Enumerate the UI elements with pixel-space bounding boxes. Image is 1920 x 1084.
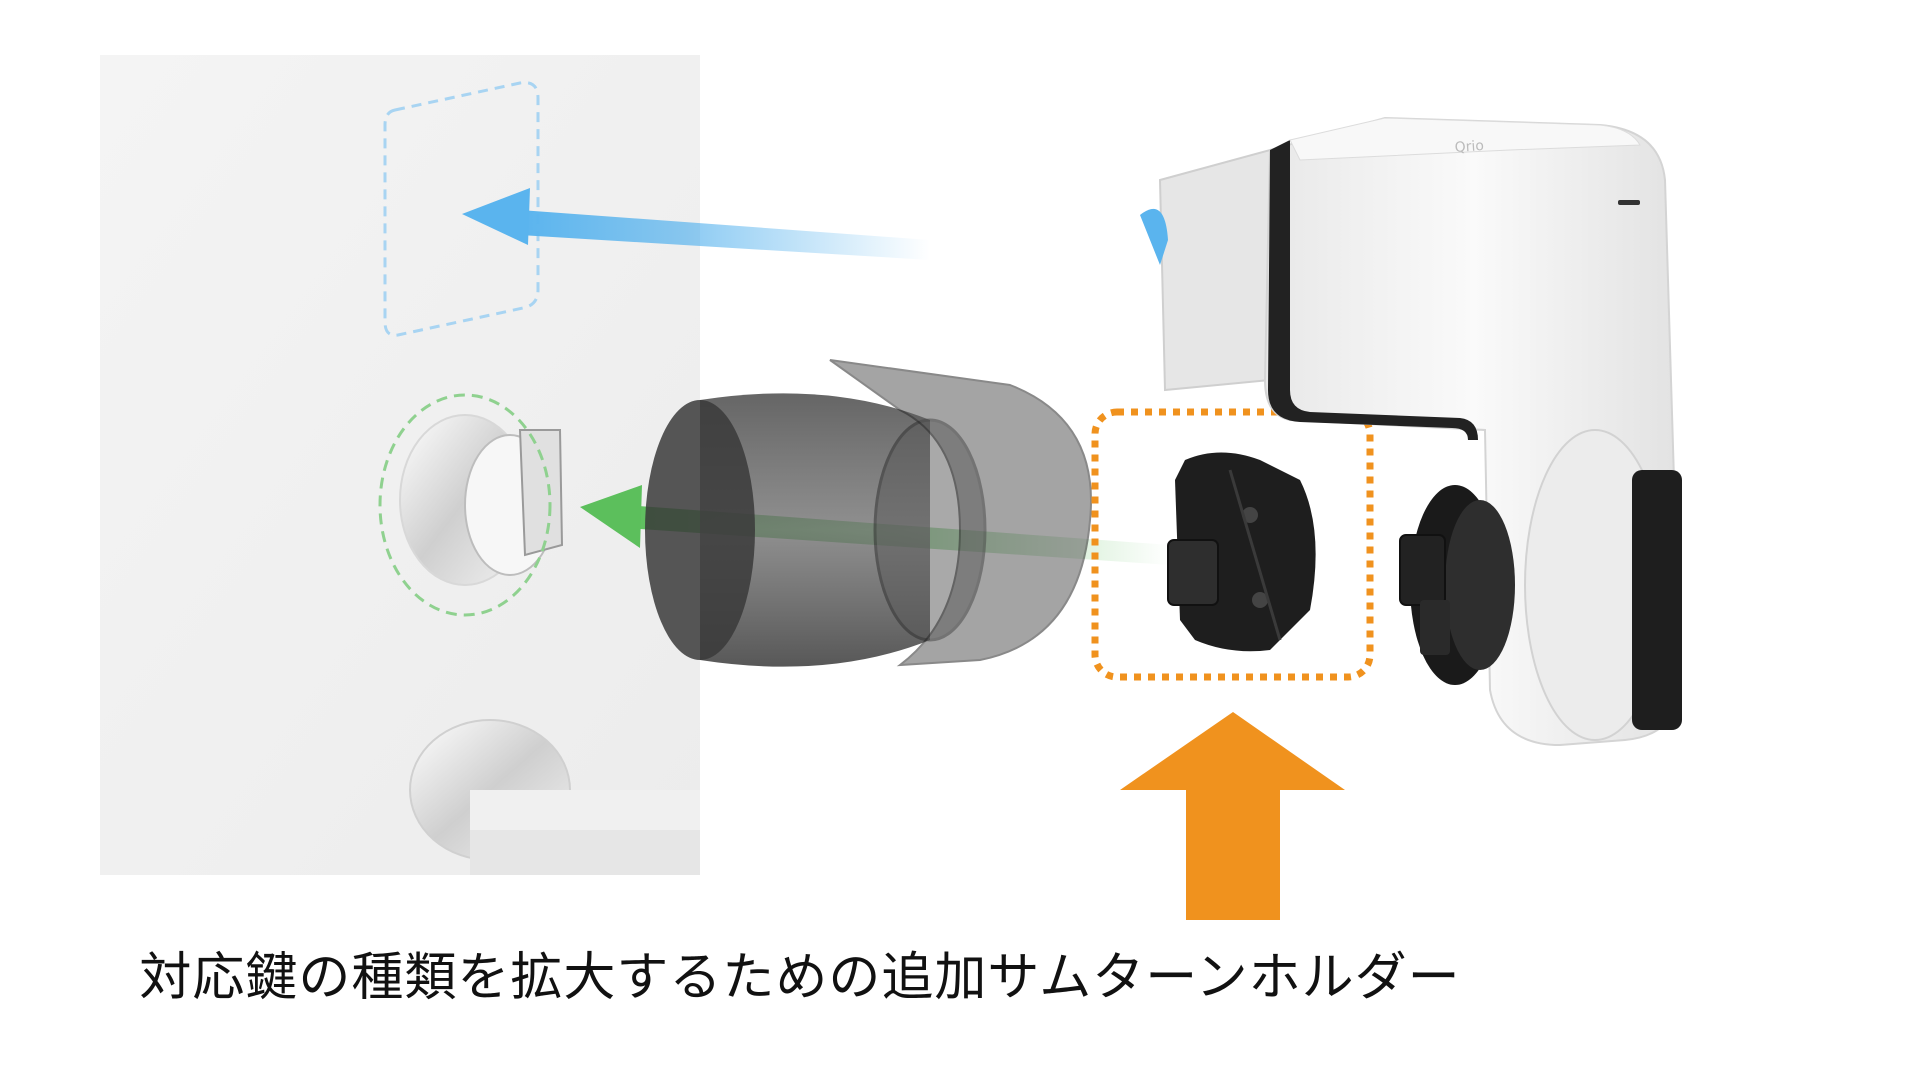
door-panel: [100, 55, 700, 875]
thumbturn-holder: [1167, 452, 1316, 652]
door-lever: [409, 719, 700, 875]
status-led: [1618, 200, 1640, 205]
brand-label: Qrio: [1454, 138, 1484, 156]
thumbturn-on-door: [378, 393, 564, 617]
caption-text: 対応鍵の種類を拡大するための追加サムターンホルダー: [139, 948, 1461, 1008]
smart-lock-device: Qrio: [1140, 116, 1682, 747]
mount-area-outline: [383, 81, 540, 337]
arrow-left-blue-icon: [462, 188, 930, 260]
highlight-box: [1091, 408, 1374, 681]
cylinder-adapter: [645, 359, 1092, 667]
arrow-up-orange-icon: [1120, 712, 1345, 920]
